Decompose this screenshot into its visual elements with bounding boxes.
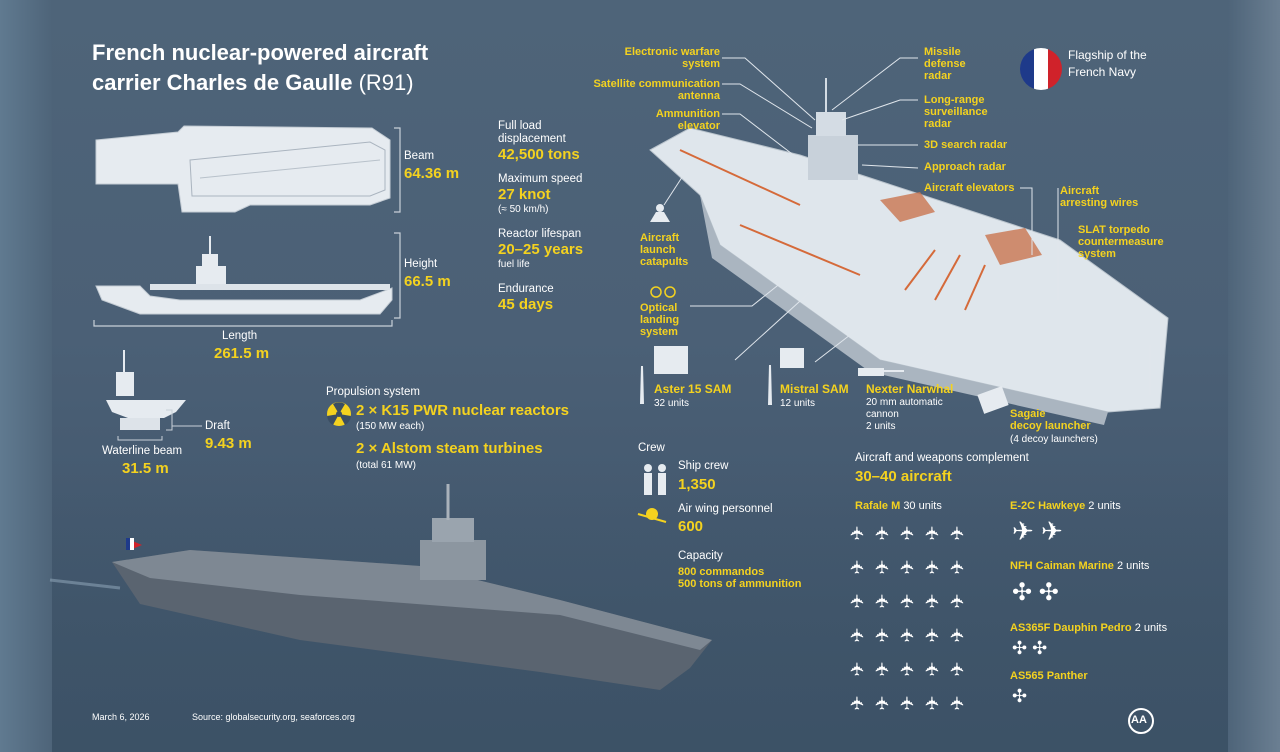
waterline-value: 31.5 m — [122, 460, 169, 477]
crew-label: Crew — [638, 442, 665, 454]
rafale-icon: ✈ — [947, 593, 968, 609]
draft-label: Draft — [205, 420, 230, 432]
height-value: 66.5 m — [404, 273, 451, 290]
ship-side-view — [95, 236, 393, 315]
capacity-label: Capacity — [678, 550, 723, 562]
rafale-grid: ✈✈✈✈✈✈✈✈✈✈✈✈✈✈✈✈✈✈✈✈✈✈✈✈✈✈✈✈✈✈ — [848, 516, 982, 720]
rafale-icon: ✈ — [947, 559, 968, 575]
title-line2: carrier Charles de Gaulle — [92, 70, 353, 95]
rafale-label: Rafale M 30 units — [855, 500, 942, 512]
callout-elevators: Aircraft elevators — [924, 182, 1015, 194]
ship-front-view — [106, 350, 186, 430]
page-title: French nuclear-powered aircraft carrier … — [92, 38, 428, 98]
rafale-icon: ✈ — [947, 695, 968, 711]
catapult-icon — [650, 204, 670, 222]
aa-logo: AA — [1131, 714, 1147, 726]
callout-approach-radar: Approach radar — [924, 161, 1006, 173]
ship-crew-label: Ship crew — [678, 460, 729, 472]
sagaie-units: (4 decoy launchers) — [1010, 434, 1098, 445]
complement-label: Aircraft and weapons complement — [855, 452, 1029, 464]
turbines-note: (total 61 MW) — [356, 460, 417, 471]
rafale-icon: ✈ — [947, 627, 968, 643]
narwhal-cannon-icon — [858, 368, 904, 376]
length-value: 261.5 m — [214, 345, 270, 362]
hawkeye-label: E-2C Hawkeye 2 units — [1010, 500, 1121, 512]
ship-top-view — [95, 125, 391, 213]
reactor-value: 20–25 years — [498, 241, 584, 258]
specs-column: Full load displacement 42,500 tons Maxim… — [498, 120, 584, 313]
panther-icon: ✣ — [1012, 686, 1028, 706]
footer-source: Source: globalsecurity.org, seaforces.or… — [192, 712, 355, 722]
caiman-icon: ✣ ✣ — [1012, 579, 1059, 606]
waterline-label: Waterline beam — [102, 445, 183, 457]
dauphin-label: AS365F Dauphin Pedro 2 units — [1010, 622, 1168, 634]
turbines-value: 2 × Alstom steam turbines — [356, 440, 543, 457]
endurance-value: 45 days — [498, 296, 554, 313]
displacement-value: 42,500 tons — [498, 146, 580, 163]
air-wing-icon — [637, 508, 667, 523]
nuclear-icon — [327, 402, 351, 426]
dauphin-icon: ✣ ✣ — [1012, 638, 1048, 658]
air-wing-label: Air wing personnel — [678, 503, 773, 515]
speed-value: 27 knot — [498, 186, 551, 203]
hawkeye-icon: ✈ ✈ — [1012, 516, 1063, 546]
complement-value: 30–40 aircraft — [855, 468, 952, 485]
optical-landing-icon — [650, 286, 676, 298]
caiman-label: NFH Caiman Marine 2 units — [1010, 560, 1150, 572]
french-flag-icon — [1020, 48, 1062, 90]
length-label: Length — [222, 330, 258, 342]
aster-name: Aster 15 SAM — [654, 382, 732, 396]
narwhal-name: Nexter Narwhal — [866, 382, 954, 396]
mistral-units: 12 units — [780, 398, 816, 409]
beam-value: 64.36 m — [404, 165, 460, 182]
title-code: (R91) — [358, 70, 414, 95]
beam-label: Beam — [404, 150, 435, 162]
mistral-name: Mistral SAM — [780, 382, 849, 396]
right-blur-margin — [1228, 0, 1280, 752]
ship-isometric-view — [649, 78, 1169, 425]
mistral-launcher-icon — [768, 348, 804, 405]
aster-units: 32 units — [654, 398, 690, 409]
carrier-photo — [49, 484, 712, 690]
left-blur-margin — [0, 0, 52, 752]
rafale-icon: ✈ — [947, 525, 968, 541]
aa-logo-icon — [1128, 708, 1154, 734]
draft-value: 9.43 m — [205, 435, 252, 452]
sagaie-launcher-icon — [977, 386, 1009, 414]
air-wing-value: 600 — [678, 518, 704, 535]
callout-3d-radar: 3D search radar — [924, 139, 1008, 151]
footer-date: March 6, 2026 — [92, 712, 150, 722]
ship-crew-value: 1,350 — [678, 476, 716, 493]
crew-icon — [644, 464, 666, 495]
rafale-icon: ✈ — [947, 661, 968, 677]
aster-launcher-icon — [640, 346, 688, 404]
reactors-value: 2 × K15 PWR nuclear reactors — [356, 402, 570, 419]
title-line1: French nuclear-powered aircraft — [92, 40, 429, 65]
propulsion-label: Propulsion system — [326, 386, 420, 398]
panther-label: AS565 Panther — [1010, 670, 1088, 682]
height-label: Height — [404, 258, 438, 270]
reactors-note: (150 MW each) — [356, 421, 425, 432]
callout-lines — [663, 57, 1151, 395]
